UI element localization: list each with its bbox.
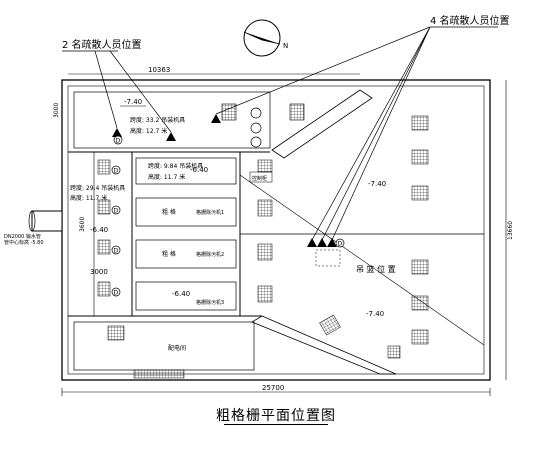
- left-callout-leader-1: [94, 50, 118, 129]
- person-marker-icon: [211, 114, 221, 123]
- d-marker-top: D: [113, 135, 123, 145]
- right-lower-elevation: -7.40: [366, 310, 384, 318]
- tank-circle: [250, 107, 262, 119]
- bay4-label-b: 格栅除污机3: [196, 299, 224, 306]
- equipment-grid: [257, 285, 273, 303]
- hoist-label: 吊 篮 位 置: [356, 264, 396, 274]
- equipment-grid: [257, 159, 273, 173]
- screen-bay-1: [135, 157, 237, 185]
- tank-circle: [250, 136, 262, 148]
- equipment-grid: [107, 325, 125, 341]
- equipment-grid: [97, 239, 111, 255]
- left-mid-elevation: -6.40: [90, 226, 108, 234]
- title-underline: [224, 424, 328, 425]
- bay3-label-b: 格栅除污机2: [196, 251, 224, 258]
- d-marker-bay3: D: [111, 245, 121, 255]
- svg-text:D: D: [114, 168, 119, 175]
- control-cabinet-label: 控制柜: [252, 175, 267, 182]
- right-callout-leader-3: [321, 26, 431, 241]
- pipe-label-1: DN2000 输水管: [4, 233, 41, 240]
- equipment-grid: [97, 159, 111, 175]
- person-marker-icon: [307, 238, 317, 247]
- left-callout-leader-2: [109, 50, 172, 133]
- d-marker-bay4: D: [111, 287, 121, 297]
- equipment-grid: [289, 103, 305, 121]
- equipment-grid: [97, 281, 111, 297]
- left-span-label: 跨度: 29.4 吊装机具: [70, 184, 125, 192]
- left-height-label: 高度: 11.7 米: [70, 194, 107, 202]
- equipment-grid: [411, 149, 429, 165]
- right-upper-elevation: -7.40: [368, 180, 386, 188]
- right-callout-leader-1: [215, 26, 431, 115]
- pipe-label-2: 管中心标高 -5.80: [4, 239, 44, 246]
- person-marker-icon: [327, 238, 337, 247]
- svg-text:D: D: [114, 248, 119, 255]
- bay3-label-a: 粗 格: [162, 250, 176, 258]
- person-marker-icon: [317, 238, 327, 247]
- right-callout-leader-4: [331, 26, 431, 241]
- d-marker-bay1: D: [111, 165, 121, 175]
- left-dimension-lower: 3000: [90, 268, 108, 276]
- top-left-elevation: -7.40: [124, 98, 142, 106]
- top-left-room: [73, 91, 271, 149]
- bottom-room: [73, 321, 255, 371]
- inlet-pipe: [28, 210, 63, 232]
- top-height-label: 高度: 12.7 米: [130, 127, 167, 135]
- equipment-grid: [387, 345, 401, 359]
- top-span-label: 跨度: 33.2 吊装机具: [130, 116, 185, 124]
- equipment-grid: [97, 199, 111, 215]
- right-dimension-text: 13660: [507, 221, 514, 240]
- equipment-grid: [221, 103, 237, 121]
- bottom-room-label: 配电间: [168, 344, 186, 352]
- lower-diagonal-channel: [251, 315, 397, 375]
- equipment-grid: [411, 185, 429, 201]
- equipment-grid: [319, 314, 341, 336]
- drawing-title: 粗格栅平面位置图: [216, 408, 336, 424]
- top-dimension-text: 10363: [148, 66, 170, 74]
- left-dimension-mid: 3600: [79, 217, 86, 232]
- person-marker-icon: [166, 132, 176, 141]
- screen-bay-3: [135, 239, 237, 269]
- equipment-grid: [411, 115, 429, 131]
- screen-bay-2: [135, 197, 237, 227]
- equipment-grid: [411, 259, 429, 275]
- d-marker-bay2: D: [111, 205, 121, 215]
- upper-diagonal-channel: [271, 89, 373, 159]
- svg-text:D: D: [114, 290, 119, 297]
- svg-text:D: D: [116, 138, 121, 145]
- bay2-label-a: 粗 格: [162, 208, 176, 216]
- right-callout-label: 4 名疏散人员位置: [430, 14, 510, 27]
- inner-wall: [67, 85, 485, 375]
- screen-bay-4: [135, 281, 237, 311]
- bottom-dimension-text: 25700: [262, 384, 284, 392]
- bay2-label-b: 格栅除污机1: [196, 209, 224, 216]
- equipment-grid: [257, 243, 273, 261]
- equipment-grid: [411, 329, 429, 345]
- left-callout-label: 2 名疏散人员位置: [62, 38, 142, 51]
- person-marker-icon: [112, 128, 122, 137]
- hoist-area: [315, 249, 341, 267]
- svg-text:D: D: [114, 208, 119, 215]
- left-dimension-top: 3000: [53, 103, 60, 118]
- north-label: N: [283, 42, 288, 50]
- equipment-grid: [257, 199, 273, 217]
- svg-text:D: D: [338, 241, 343, 248]
- bay1-elevation: -6.40: [190, 166, 208, 174]
- equipment-grid: [133, 369, 185, 379]
- bay4-elevation: -6.40: [172, 290, 190, 298]
- right-callout-leader-2: [311, 26, 431, 241]
- bay1-span-label: 跨度: 9.84 吊装机具: [148, 162, 203, 170]
- equipment-grid: [411, 295, 429, 311]
- tank-circle: [250, 122, 262, 134]
- north-arrow-icon: [243, 19, 281, 57]
- bay1-height-label: 高度: 11.7 米: [148, 173, 185, 181]
- upper-diagonal-edge: [239, 174, 485, 346]
- d-marker-right: D: [335, 238, 345, 248]
